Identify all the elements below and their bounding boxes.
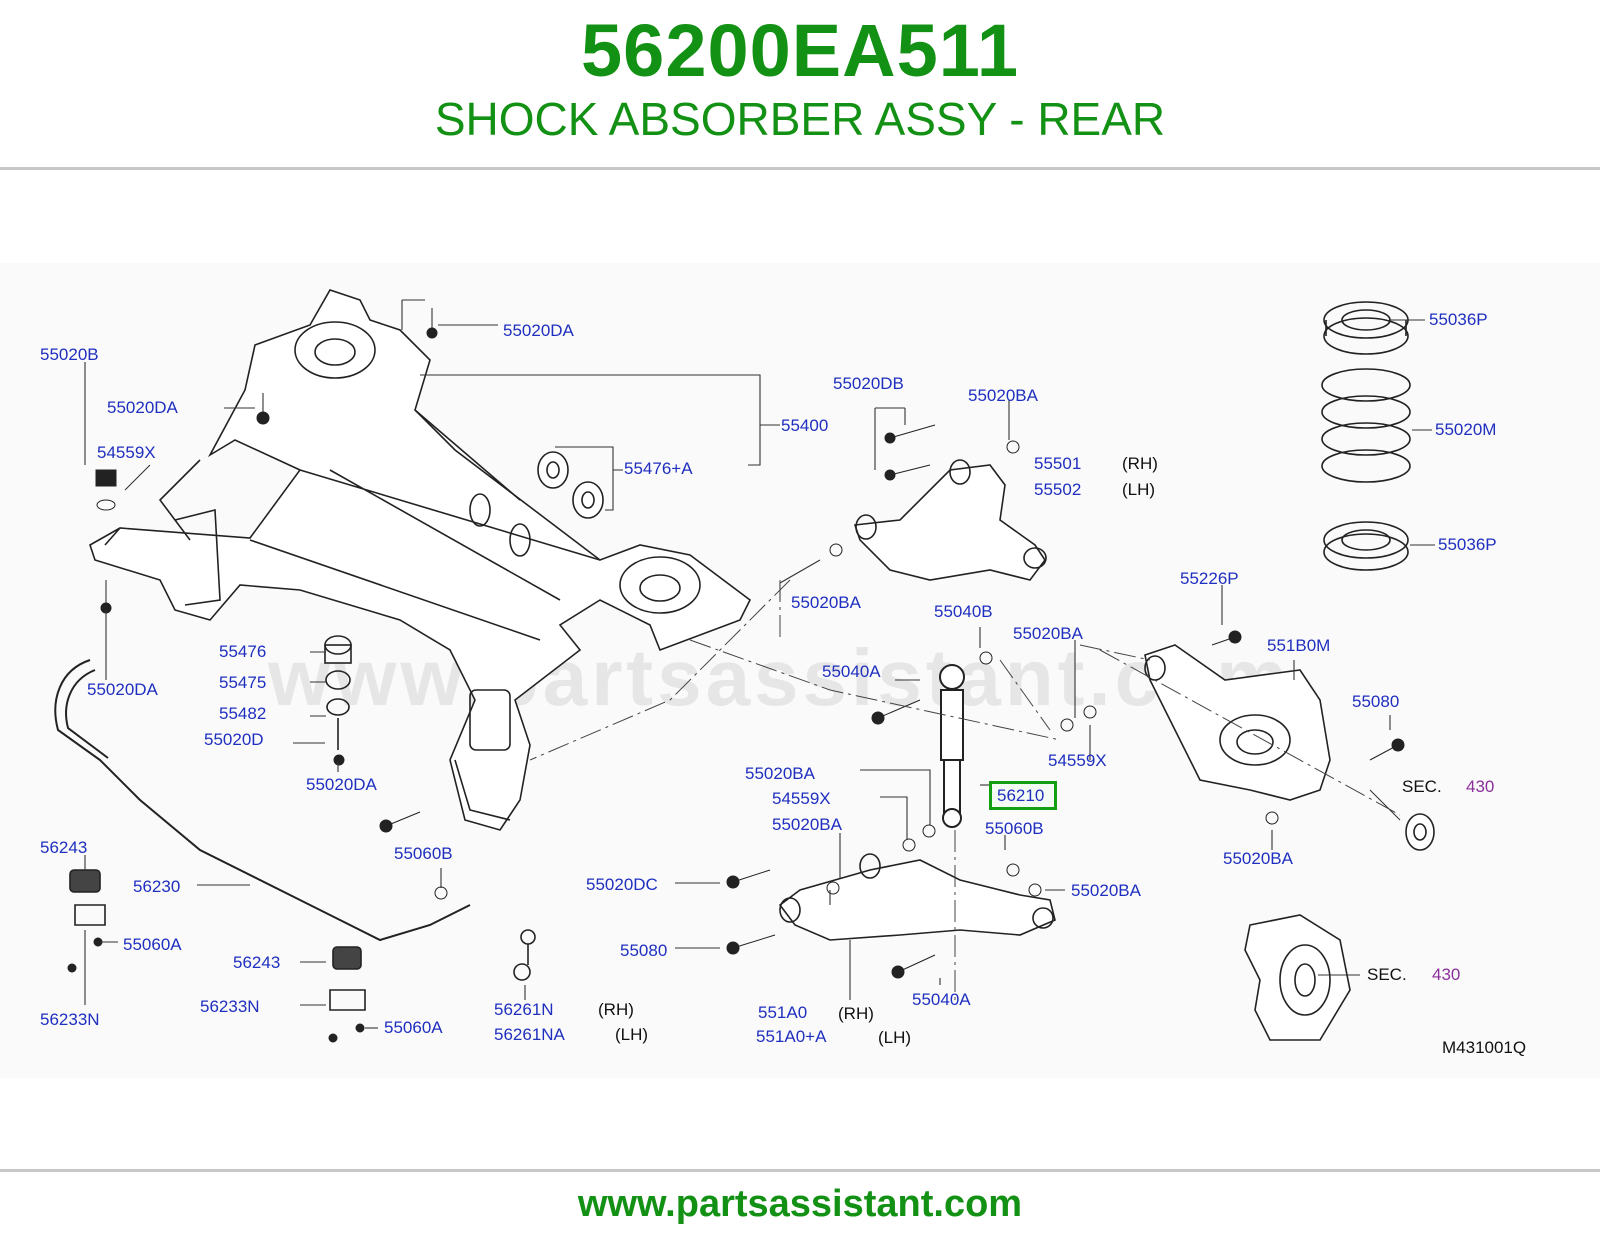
callout-55080-right[interactable]: 55080: [1352, 692, 1400, 711]
callout-55020ba-right[interactable]: 55020BA: [1013, 624, 1083, 643]
callout-551a0[interactable]: 551A0: [758, 1003, 808, 1022]
watermark: www.partsassistant.com: [268, 633, 1292, 722]
part-number-title: 56200EA511: [581, 9, 1019, 92]
callout-56210-shock-absorber[interactable]: 56210: [997, 786, 1045, 805]
stabilizer-link-drawing: [513, 929, 536, 981]
callout-55020db[interactable]: 55020DB: [833, 374, 904, 393]
callout-55501[interactable]: 55501: [1034, 454, 1082, 473]
coil-spring-drawing: [1321, 301, 1411, 571]
upper-arm-drawing: [853, 459, 1047, 581]
stabilizer-bushing-left-drawing: [69, 869, 106, 926]
side-lh-55502: (LH): [1122, 480, 1156, 499]
callout-55040a-top[interactable]: 55040A: [822, 662, 881, 681]
footer-url[interactable]: www.partsassistant.com: [577, 1183, 1023, 1225]
callout-56233n-b[interactable]: 56233N: [200, 997, 260, 1016]
shock-absorber-drawing: [939, 664, 965, 828]
knuckle-drawing: [1244, 914, 1351, 1041]
callout-55475[interactable]: 55475: [219, 673, 267, 692]
diagram-code: M431001Q: [1442, 1038, 1527, 1057]
rear-subframe-drawing: [89, 289, 752, 831]
callout-55036p-top[interactable]: 55036P: [1429, 310, 1488, 329]
stabilizer-bushing-center-drawing: [329, 946, 366, 1011]
callout-55060a-a[interactable]: 55060A: [123, 935, 182, 954]
lower-arm-551a0-drawing: [778, 853, 1056, 941]
side-rh-56261n: (RH): [598, 1000, 634, 1019]
callout-55476[interactable]: 55476: [219, 642, 267, 661]
bottom-divider: [0, 1169, 1600, 1172]
part-description: SHOCK ABSORBER ASSY - REAR: [434, 93, 1166, 145]
callout-55060b-right[interactable]: 55060B: [985, 819, 1044, 838]
side-rh-55501: (RH): [1122, 454, 1158, 473]
callout-55482[interactable]: 55482: [219, 704, 267, 723]
section-ref-label-lower: SEC.: [1367, 965, 1407, 984]
callout-55502[interactable]: 55502: [1034, 480, 1082, 499]
callout-55020d[interactable]: 55020D: [204, 730, 264, 749]
callout-55020ba-center2[interactable]: 55020BA: [772, 815, 842, 834]
lower-arm-551b0m-drawing: [1144, 644, 1331, 801]
callout-55020ba-center1[interactable]: 55020BA: [745, 764, 815, 783]
callout-54559x-right[interactable]: 54559X: [1048, 751, 1107, 770]
stabilizer-bar-drawing: [54, 659, 471, 942]
callout-55020da-left[interactable]: 55020DA: [107, 398, 178, 417]
callout-56243-a[interactable]: 56243: [40, 838, 88, 857]
side-lh-56261na: (LH): [615, 1025, 649, 1044]
callout-55020da-top[interactable]: 55020DA: [503, 321, 574, 340]
bushing-sec430-drawing: [1405, 813, 1435, 851]
side-lh-551a0a: (LH): [878, 1028, 912, 1047]
callout-55226p[interactable]: 55226P: [1180, 569, 1239, 588]
section-ref-number-lower[interactable]: 430: [1432, 965, 1461, 984]
mount-stack-drawing: [324, 635, 352, 750]
callout-55040a-bottom[interactable]: 55040A: [912, 990, 971, 1009]
callout-55020m[interactable]: 55020M: [1435, 420, 1497, 439]
callout-55036p-bottom[interactable]: 55036P: [1438, 535, 1497, 554]
callout-55020ba-top[interactable]: 55020BA: [968, 386, 1038, 405]
bushings-55476a-drawing: [537, 451, 604, 519]
callout-56261na[interactable]: 56261NA: [494, 1025, 565, 1044]
callout-54559x-left[interactable]: 54559X: [97, 443, 156, 462]
callout-56233n-a[interactable]: 56233N: [40, 1010, 100, 1029]
callout-55060a-b[interactable]: 55060A: [384, 1018, 443, 1037]
callout-56243-b[interactable]: 56243: [233, 953, 281, 972]
callout-55020dc[interactable]: 55020DC: [586, 875, 658, 894]
callout-55040b[interactable]: 55040B: [934, 602, 993, 621]
callout-55020da-mid[interactable]: 55020DA: [87, 680, 158, 699]
callout-55020ba-bottom-right[interactable]: 55020BA: [1071, 881, 1141, 900]
callout-56261n[interactable]: 56261N: [494, 1000, 554, 1019]
callout-55020da-bottom[interactable]: 55020DA: [306, 775, 377, 794]
callout-55476a[interactable]: 55476+A: [624, 459, 693, 478]
callout-55020b[interactable]: 55020B: [40, 345, 99, 364]
callout-56230-stabilizer[interactable]: 56230: [133, 877, 181, 896]
callout-551a0a[interactable]: 551A0+A: [756, 1027, 827, 1046]
section-ref-number-upper[interactable]: 430: [1466, 777, 1495, 796]
section-ref-label-upper: SEC.: [1402, 777, 1442, 796]
callout-55080-center[interactable]: 55080: [620, 941, 668, 960]
callout-54559x-center[interactable]: 54559X: [772, 789, 831, 808]
callout-55020ba-lower[interactable]: 55020BA: [1223, 849, 1293, 868]
highlighted-part-box[interactable]: [989, 781, 1057, 810]
top-divider: [0, 167, 1600, 170]
callout-55060b-left[interactable]: 55060B: [394, 844, 453, 863]
callout-55400[interactable]: 55400: [781, 416, 829, 435]
callout-55020ba-arm[interactable]: 55020BA: [791, 593, 861, 612]
side-rh-551a0: (RH): [838, 1004, 874, 1023]
callout-551b0m[interactable]: 551B0M: [1267, 636, 1331, 655]
